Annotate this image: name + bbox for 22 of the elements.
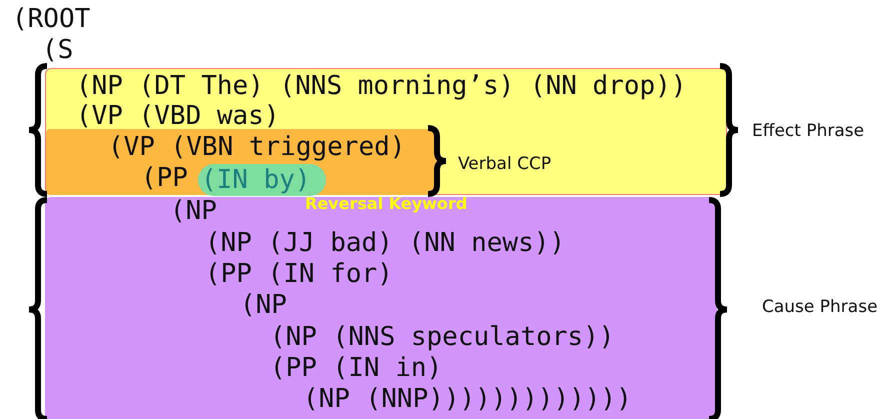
parse-tree-line: (NP bbox=[240, 290, 287, 320]
parse-tree-line: (PP (IN for) bbox=[205, 259, 393, 289]
phrase-region bbox=[45, 197, 717, 419]
parse-tree-line: (PP (IN in) bbox=[270, 353, 442, 383]
parse-tree-line: (NP (NNS speculators)) bbox=[270, 322, 614, 352]
parse-tree-line: (PP bbox=[141, 163, 188, 193]
keyword-highlight bbox=[198, 164, 326, 196]
parse-tree-line: (IN by) bbox=[201, 165, 311, 195]
bracket-label: Cause Phrase bbox=[762, 297, 878, 317]
parse-tree-line: (NP (DT The) (NNS morning’s) (NN drop)) bbox=[76, 71, 686, 101]
parse-tree-line: (S bbox=[42, 35, 74, 65]
parse-tree-line: (VP (VBN triggered) bbox=[108, 132, 406, 162]
bracket-label: Effect Phrase bbox=[752, 121, 864, 141]
phrase-region bbox=[45, 68, 727, 195]
phrase-region bbox=[46, 129, 438, 195]
parse-tree-line: (ROOT bbox=[12, 4, 90, 34]
parse-tree-line: (NP (JJ bad) (NN news)) bbox=[205, 228, 566, 258]
parse-tree-line: (NP (NNP))))))))))))) bbox=[303, 384, 632, 414]
bracket-label: Reversal Keyword bbox=[305, 194, 468, 213]
parse-tree-line: (VP (VBD was) bbox=[76, 101, 280, 131]
bracket-label: Verbal CCP bbox=[458, 154, 552, 174]
parse-tree-line: (NP bbox=[170, 196, 217, 226]
